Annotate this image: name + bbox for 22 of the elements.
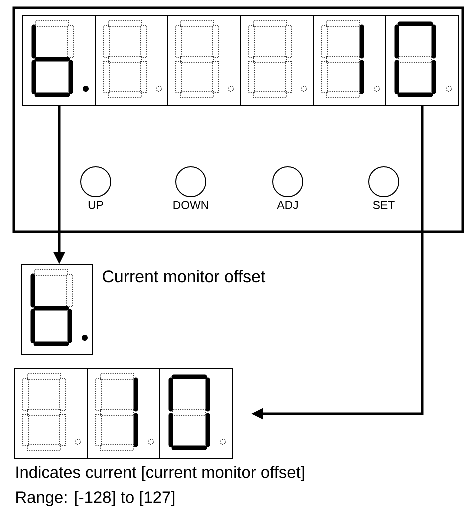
control-panel	[12, 6, 464, 234]
seven-segment-digit	[96, 16, 168, 106]
push-button: SET	[368, 166, 400, 210]
push-button: ADJ	[272, 166, 304, 210]
node-label: Current monitor offset	[103, 270, 266, 283]
seven-segment-digit	[314, 16, 386, 106]
note-text: Indicates current [current monitor offset]	[16, 466, 304, 482]
node-label: DOWN	[174, 201, 208, 210]
push-button: DOWN	[174, 166, 208, 210]
note-text: Range: [-128] to [127]	[16, 491, 175, 507]
node-label: UP	[88, 201, 104, 210]
push-button: UP	[80, 166, 112, 210]
seven-segment-digit	[168, 16, 242, 106]
seven-segment-digit	[88, 368, 160, 460]
seven-segment-digit	[22, 264, 94, 356]
node-label: ADJ	[277, 201, 298, 210]
node-label: SET	[373, 201, 395, 210]
seven-segment-digit	[14, 368, 88, 460]
seven-segment-digit	[386, 16, 460, 106]
seven-segment-digit	[160, 368, 234, 460]
seven-segment-digit	[22, 16, 96, 106]
seven-segment-digit	[240, 16, 314, 106]
